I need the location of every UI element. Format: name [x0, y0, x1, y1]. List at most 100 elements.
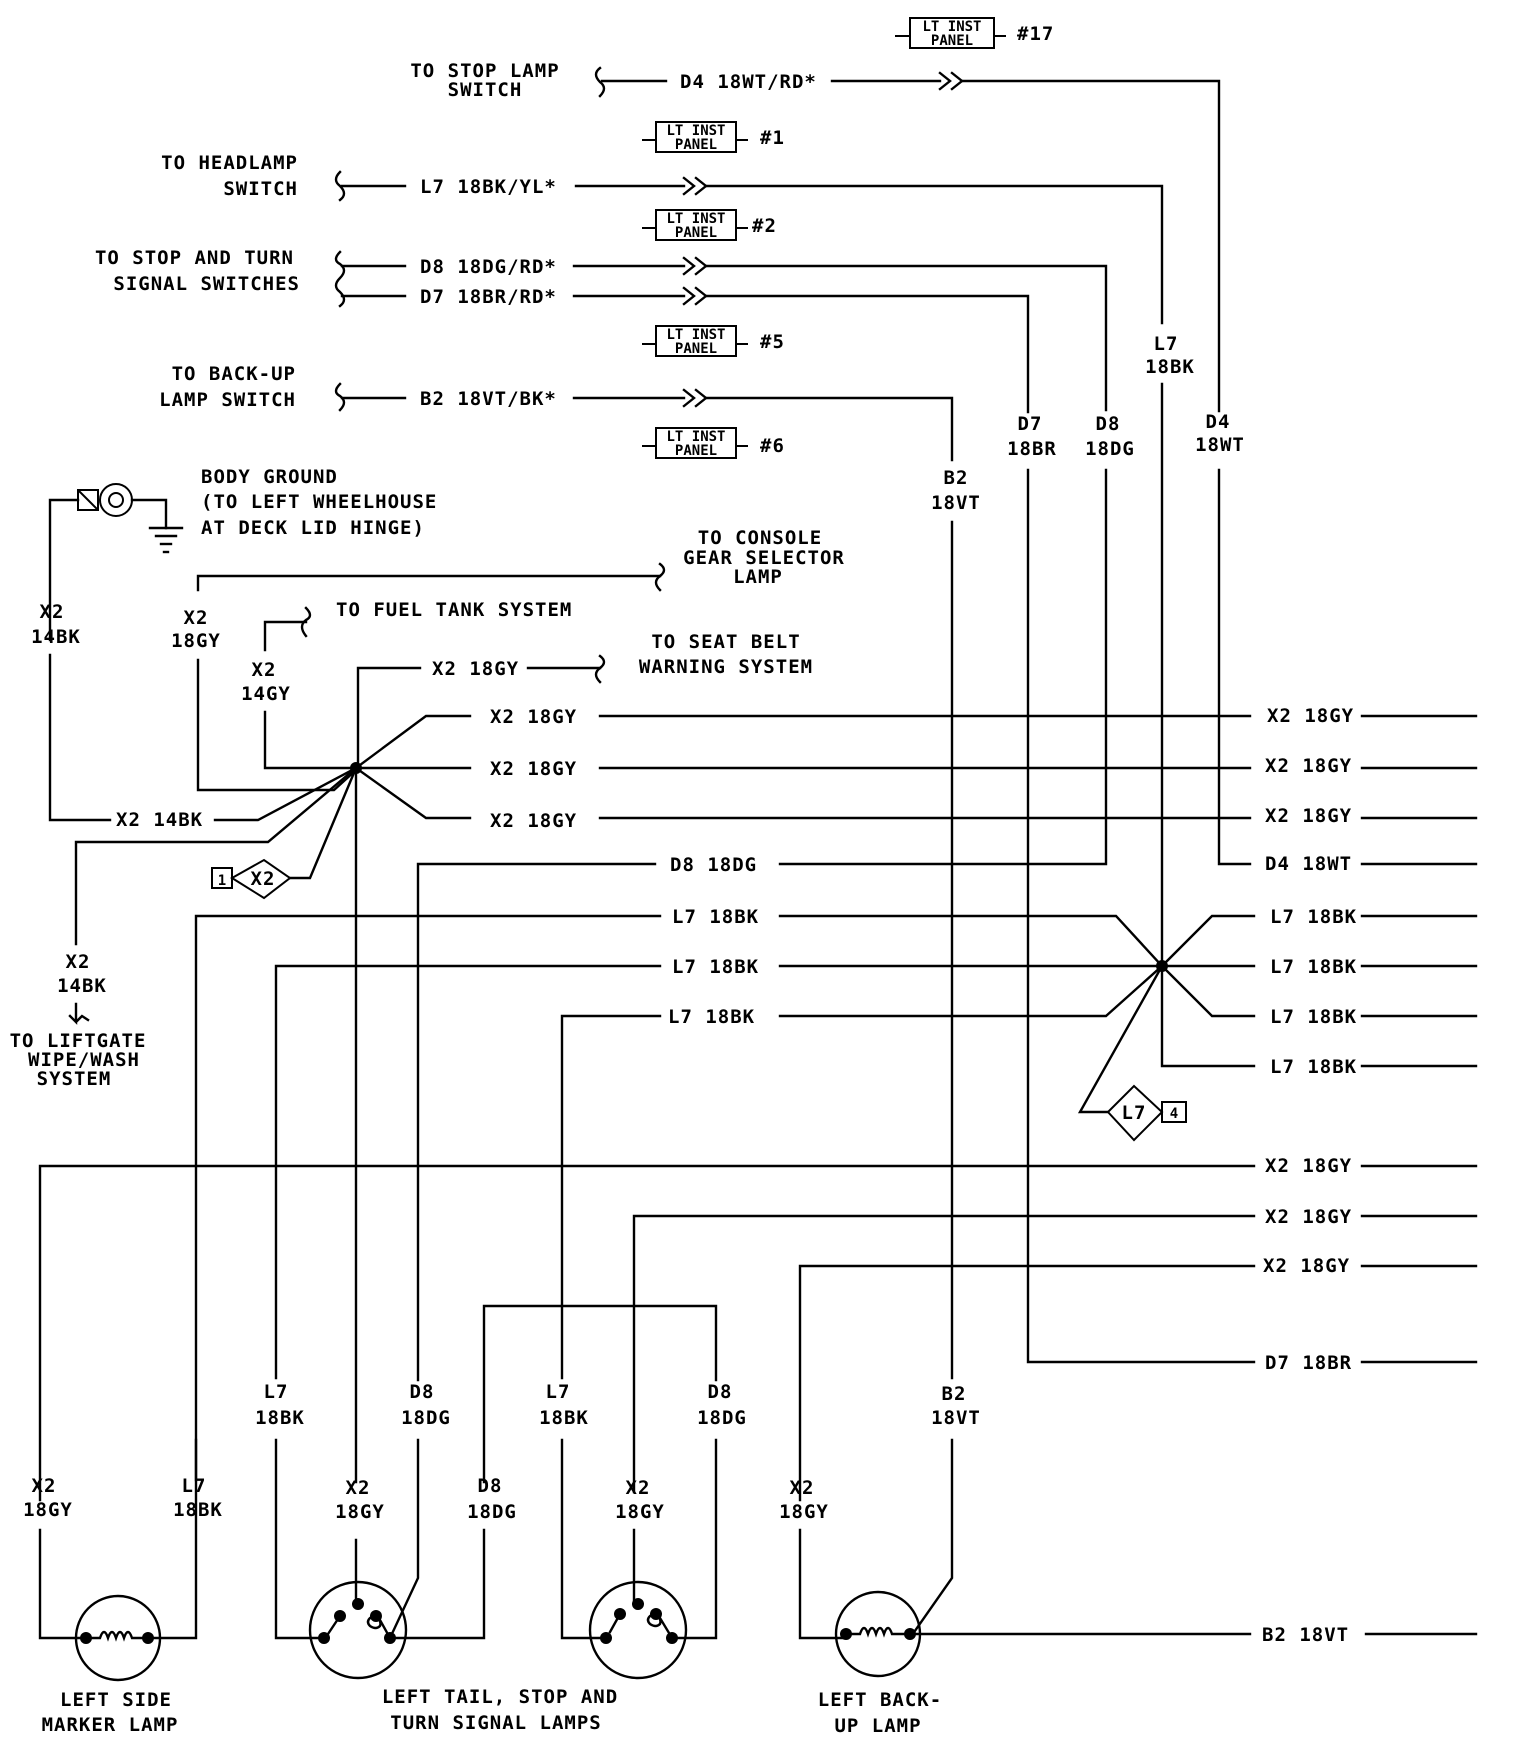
wire-code: B2 — [942, 1383, 967, 1405]
wire-code: D7 — [1018, 413, 1043, 435]
body-ground-label: BODY GROUND — [201, 466, 338, 488]
breakout-symbol — [654, 562, 666, 592]
dest-liftgate: WIPE/WASH — [28, 1049, 140, 1071]
connector-label: LT INST — [666, 429, 725, 445]
wire-label: D4 18WT — [1265, 853, 1352, 875]
wire-code: 18GY — [615, 1501, 665, 1523]
connector-label: PANEL — [675, 137, 717, 153]
left-backup-lamp — [798, 1438, 1252, 1678]
wire-label: X2 18GY — [1265, 755, 1352, 777]
wire-code: 18GY — [779, 1501, 829, 1523]
dest-seat-belt-warning: WARNING SYSTEM — [639, 656, 813, 678]
breakout-symbol — [594, 654, 606, 684]
wire-code: 18GY — [171, 630, 221, 652]
wire-code: 18DG — [467, 1501, 517, 1523]
wire-code: 14BK — [57, 975, 107, 997]
wire-code: X2 — [66, 951, 91, 973]
wire-code: D4 — [1206, 411, 1231, 433]
lamp-label-backup: UP LAMP — [834, 1715, 921, 1737]
splice-number: 1 — [218, 873, 226, 889]
dest-liftgate: TO LIFTGATE — [10, 1030, 147, 1052]
connector-lt-inst-panel-2: LT INST PANEL #2 — [642, 209, 777, 241]
wire-code: L7 — [182, 1475, 207, 1497]
wire-label-b2: B2 18VT/BK* — [420, 388, 557, 410]
wire-code: 18BK — [539, 1407, 589, 1429]
wire-code: 18VT — [931, 492, 981, 514]
dest-fuel-tank: TO FUEL TANK SYSTEM — [336, 599, 572, 621]
wire-label-d7: D7 18BR/RD* — [420, 286, 557, 308]
wire-label: X2 18GY — [1265, 1206, 1352, 1228]
wire-code: 18DG — [697, 1407, 747, 1429]
dest-backup-lamp-switch: LAMP SWITCH — [159, 389, 296, 411]
wire-label: L7 18BK — [672, 906, 759, 928]
wire-label: L7 18BK — [672, 956, 759, 978]
wire-label-d4: D4 18WT/RD* — [680, 71, 817, 93]
dest-console-gear-selector: GEAR SELECTOR — [683, 547, 845, 569]
connector-number: #6 — [760, 435, 785, 457]
wire-code: X2 — [32, 1475, 57, 1497]
wire-code: 18DG — [401, 1407, 451, 1429]
body-ground-symbol — [48, 483, 184, 642]
splice-1-x2-indicator: 1 X2 — [211, 858, 292, 900]
connector-label: PANEL — [931, 33, 973, 49]
wire-label: X2 18GY — [490, 706, 577, 728]
lamp-label-side-marker: LEFT SIDE — [60, 1689, 172, 1711]
wire-label: X2 18GY — [490, 810, 577, 832]
wire-code: 18DG — [1085, 438, 1135, 460]
wire-label: X2 18GY — [1267, 705, 1354, 727]
body-ground-label: AT DECK LID HINGE) — [201, 517, 425, 539]
connector-label: LT INST — [922, 19, 981, 35]
wire-code: 18GY — [335, 1501, 385, 1523]
wire-code: 18BR — [1007, 438, 1057, 460]
wire-code: 18GY — [23, 1499, 73, 1521]
dest-headlamp-switch: SWITCH — [223, 178, 298, 200]
wire-code: X2 — [252, 659, 277, 681]
wire-label: B2 18VT — [1262, 1624, 1349, 1646]
wire-code: 18WT — [1195, 434, 1245, 456]
wire-label: L7 18BK — [1270, 1006, 1357, 1028]
connector-lt-inst-panel-6: LT INST PANEL #6 — [642, 427, 785, 459]
connector-label: LT INST — [666, 327, 725, 343]
connector-label: LT INST — [666, 211, 725, 227]
wire-label: L7 18BK — [1270, 906, 1357, 928]
dest-console-gear-selector: LAMP — [733, 566, 783, 588]
dest-liftgate: SYSTEM — [37, 1068, 112, 1090]
dest-seat-belt-warning: TO SEAT BELT — [651, 631, 800, 653]
lamp-label-tail-stop-turn: TURN SIGNAL LAMPS — [390, 1712, 601, 1734]
wire-code: X2 — [184, 607, 209, 629]
connector-number: #1 — [760, 127, 785, 149]
wire-code: X2 — [790, 1477, 815, 1499]
wire-code: 18VT — [931, 1407, 981, 1429]
splice-code: L7 — [1122, 1102, 1147, 1124]
breakout-symbol — [300, 606, 312, 638]
breakout-symbol — [334, 382, 346, 412]
connector-lt-inst-panel-1: LT INST PANEL #1 — [642, 121, 785, 153]
left-tail-stop-turn-lamp-2 — [560, 1438, 718, 1680]
wire-code: 18BK — [173, 1499, 223, 1521]
wire-label: D8 18DG — [670, 854, 757, 876]
wire-label: X2 18GY — [1263, 1255, 1350, 1277]
lamp-label-side-marker: MARKER LAMP — [42, 1714, 179, 1736]
wire-code: 14BK — [31, 626, 81, 648]
wire-label: X2 18GY — [1265, 805, 1352, 827]
splice-code: X2 — [251, 868, 276, 890]
wire-label: L7 18BK — [1270, 956, 1357, 978]
connector-number: #2 — [752, 215, 777, 237]
dest-stop-turn-switches: SIGNAL SWITCHES — [113, 273, 300, 295]
wire-code: 14GY — [241, 683, 291, 705]
breakout-symbol — [334, 250, 346, 308]
wire-label: X2 18GY — [432, 658, 519, 680]
splice-4-l7-indicator: L7 4 — [1106, 1084, 1187, 1142]
wire-label: X2 14BK — [116, 809, 203, 831]
wire-label: X2 18GY — [1265, 1155, 1352, 1177]
connector-label: PANEL — [675, 443, 717, 459]
breakout-symbol — [334, 170, 346, 202]
dest-stop-turn-switches: TO STOP AND TURN — [95, 247, 294, 269]
wire-label: D7 18BR — [1265, 1352, 1352, 1374]
breakout-symbol — [594, 66, 606, 98]
dest-backup-lamp-switch: TO BACK-UP — [172, 363, 296, 385]
wire-label: X2 18GY — [490, 758, 577, 780]
wire-code: D8 — [1096, 413, 1121, 435]
wire-code: L7 — [1154, 333, 1179, 355]
